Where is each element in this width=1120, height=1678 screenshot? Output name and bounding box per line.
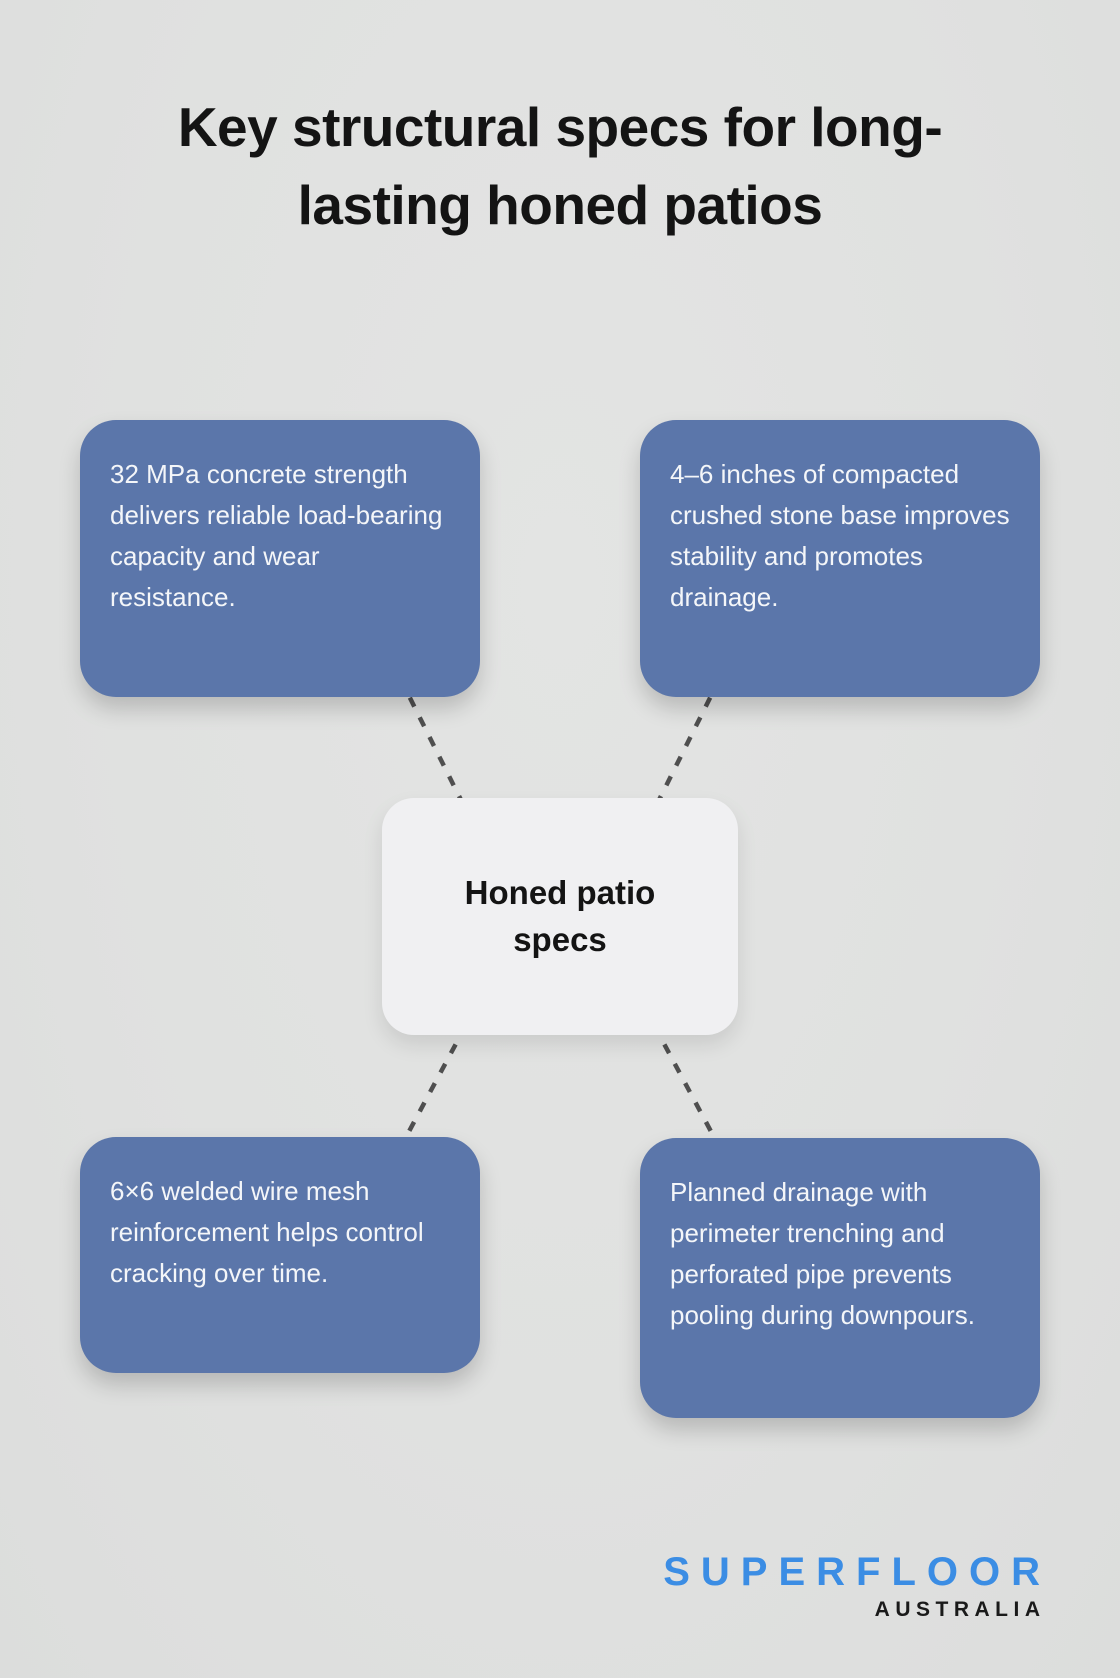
logo-region-text: AUSTRALIA bbox=[874, 1598, 1046, 1621]
page-title-line-1: Key structural specs for long- bbox=[177, 96, 943, 158]
superfloor-logo: SUPERFLOOR AUSTRALIA bbox=[663, 1550, 1040, 1622]
center-node: Honed patio specs bbox=[382, 798, 738, 1035]
connector-bottom-right bbox=[652, 1023, 724, 1154]
spec-node-text: 6×6 welded wire mesh reinforcement helps… bbox=[110, 1176, 424, 1289]
spec-node-concrete-strength: 32 MPa concrete strength delivers reliab… bbox=[80, 420, 480, 697]
center-node-label: Honed patio specs bbox=[464, 874, 656, 958]
connector-bottom-left bbox=[396, 1023, 468, 1154]
spec-node-text: 32 MPa concrete strength delivers reliab… bbox=[110, 459, 443, 613]
spec-node-wire-mesh: 6×6 welded wire mesh reinforcement helps… bbox=[80, 1137, 480, 1373]
spec-node-drainage: Planned drainage with perimeter trenchin… bbox=[640, 1138, 1040, 1418]
spec-node-text: Planned drainage with perimeter trenchin… bbox=[670, 1177, 975, 1331]
connector-top-left bbox=[397, 676, 469, 812]
logo-brand-text: SUPERFLOOR bbox=[663, 1550, 1051, 1594]
spec-node-stone-base: 4–6 inches of compacted crushed stone ba… bbox=[640, 420, 1040, 697]
page-title-line-2: lasting honed patios bbox=[297, 174, 823, 237]
spec-node-text: 4–6 inches of compacted crushed stone ba… bbox=[670, 459, 1010, 613]
connector-top-right bbox=[651, 676, 723, 812]
page-title: Key structural specs for long- lasting h… bbox=[40, 88, 1080, 244]
